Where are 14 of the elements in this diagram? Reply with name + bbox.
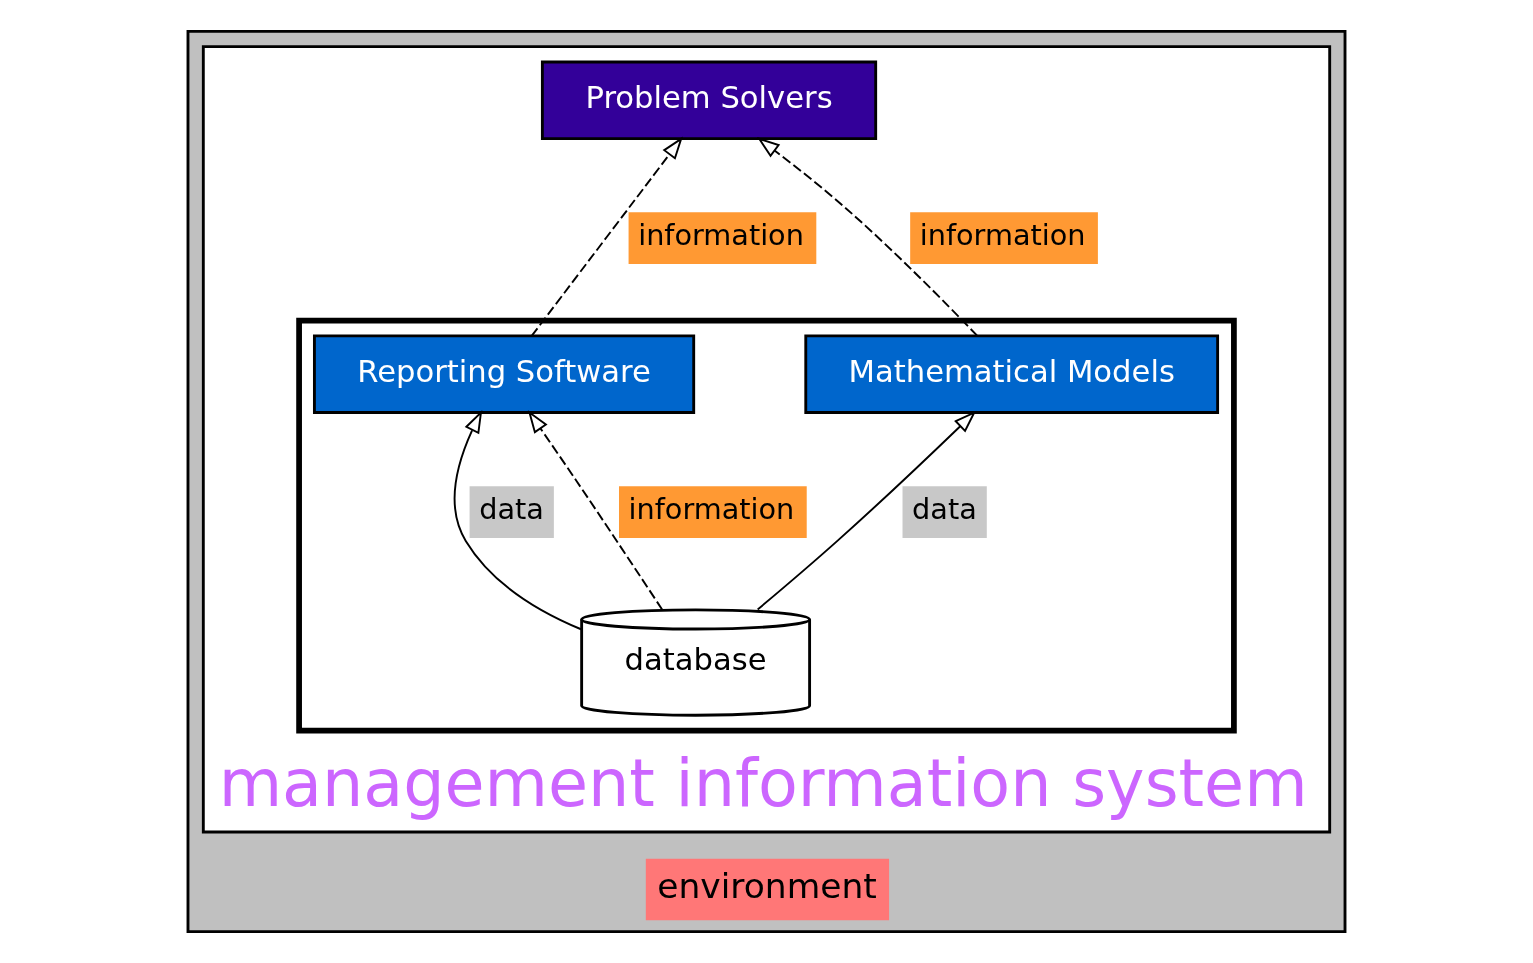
edge-label: information — [628, 491, 795, 526]
edge-label: data — [912, 491, 977, 526]
edge-label: information — [638, 217, 804, 252]
arrow — [756, 410, 977, 611]
node-box: Problem Solvers — [540, 60, 878, 141]
arrow — [530, 136, 683, 337]
node-box: Mathematical Models — [804, 334, 1220, 414]
node-box: Reporting Software — [313, 334, 696, 414]
edge-label: data — [479, 491, 544, 526]
arrow — [756, 137, 979, 337]
edge-label: information — [919, 217, 1086, 252]
cluster — [296, 317, 1237, 734]
arrow — [453, 410, 582, 631]
arrow — [527, 410, 664, 611]
